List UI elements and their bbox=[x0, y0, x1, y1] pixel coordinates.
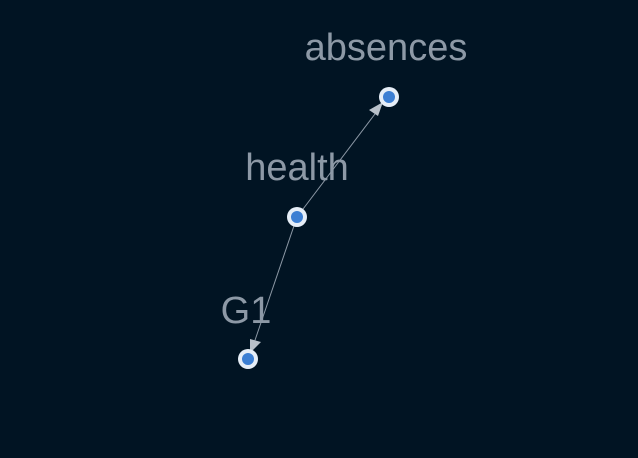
edges-layer bbox=[250, 102, 383, 353]
node-health[interactable]: health bbox=[245, 147, 349, 227]
node-G1-label: G1 bbox=[221, 290, 272, 332]
node-G1[interactable]: G1 bbox=[221, 290, 272, 369]
edge-health-absences bbox=[296, 105, 382, 218]
arrowhead-absences bbox=[369, 102, 383, 116]
edge-health-G1 bbox=[251, 216, 298, 350]
node-absences[interactable]: absences bbox=[305, 27, 468, 107]
node-health-label: health bbox=[245, 147, 349, 189]
arrowhead-G1 bbox=[250, 339, 261, 353]
node-absences-dot bbox=[383, 91, 395, 103]
node-health-dot bbox=[291, 211, 303, 223]
node-absences-label: absences bbox=[305, 27, 468, 69]
node-G1-dot bbox=[242, 353, 254, 365]
